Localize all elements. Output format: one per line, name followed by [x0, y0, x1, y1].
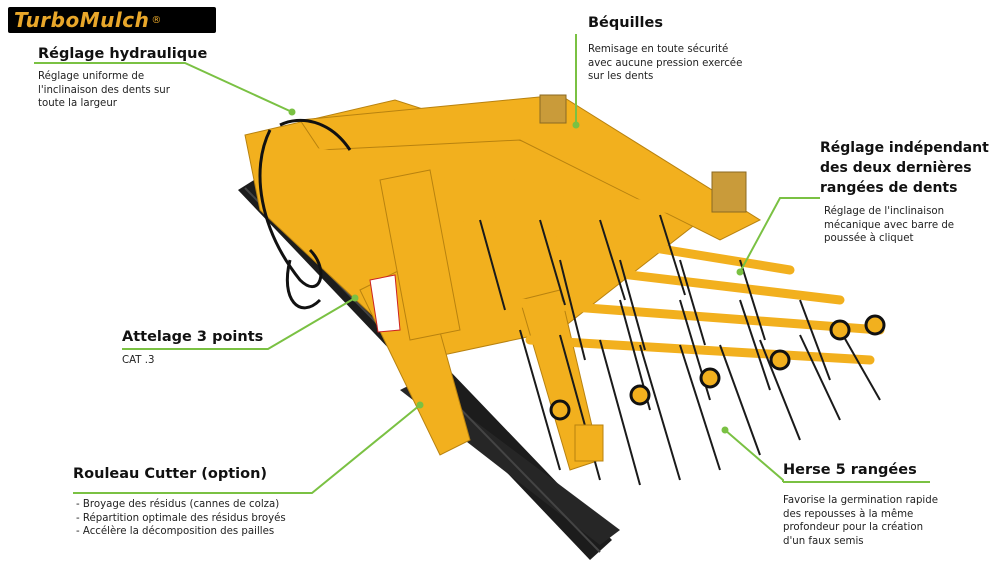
callout-title-bequilles: Béquilles	[588, 15, 663, 31]
hydraulic-hoses	[258, 118, 352, 310]
callout-title-rouleau: Rouleau Cutter (option)	[73, 466, 268, 482]
tine-springs	[549, 314, 886, 421]
callout-title-reglage-hydraulique: Réglage hydraulique	[38, 46, 208, 62]
callout-title-reglage-independant: Réglage indépendant des deux dernières r…	[820, 140, 989, 196]
turbomulch-logo: TurboMulch ®	[8, 7, 216, 33]
callout-lines	[34, 34, 930, 494]
hitch-tower	[369, 169, 604, 462]
registered-mark: ®	[151, 14, 162, 26]
logo-text: TurboMulch	[14, 8, 150, 32]
callout-desc-reglage-hydraulique: Réglage uniforme de l'inclinaison des de…	[38, 71, 170, 109]
callout-desc-herse: Favorise la germination rapide des repou…	[783, 495, 938, 547]
line-rouleau	[73, 404, 421, 494]
callout-desc-attelage: CAT .3	[122, 355, 155, 366]
callout-title-herse: Herse 5 rangées	[783, 462, 917, 478]
line-reglage-independant	[739, 197, 820, 273]
callout-dots	[288, 108, 744, 434]
harrow-tines	[479, 214, 881, 486]
callout-desc-rouleau: - Broyage des résidus (cannes de colza) …	[76, 499, 286, 537]
line-reglage-hydraulique	[34, 62, 293, 113]
line-attelage	[122, 297, 356, 350]
callout-desc-bequilles: Remisage en toute sécurité avec aucune p…	[588, 44, 743, 82]
callout-desc-reglage-independant: Réglage de l'inclinaison mécanique avec …	[824, 206, 955, 244]
callout-title-attelage: Attelage 3 points	[122, 329, 264, 345]
parking-stands	[539, 94, 747, 213]
